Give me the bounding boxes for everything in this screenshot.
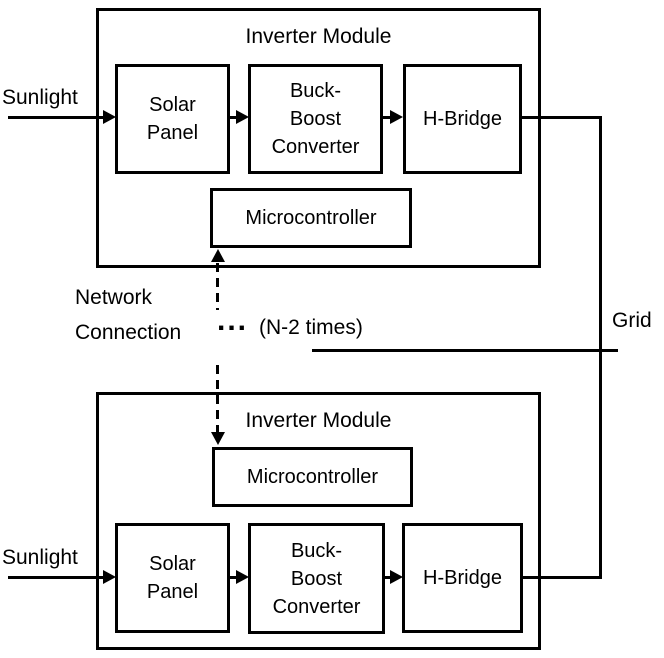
microcontroller-2-box: Microcontroller <box>212 447 413 507</box>
arrowhead-right-icon <box>103 570 116 584</box>
solar-to-buck-line-2 <box>230 576 237 579</box>
inverter-module-1-title: Inverter Module <box>245 25 392 48</box>
inverter-module-2-box: Inverter Module <box>96 392 541 650</box>
buck-boost-converter-1-box: Buck- Boost Converter <box>248 64 383 174</box>
buck-to-hbridge-line-1 <box>383 116 391 119</box>
network-dashed-line-upper <box>216 263 219 310</box>
arrowhead-up-icon <box>211 249 225 262</box>
microcontroller-1-box: Microcontroller <box>210 188 412 248</box>
grid-label: Grid <box>612 309 652 332</box>
buck-boost-converter-2-box: Buck- Boost Converter <box>248 523 385 634</box>
h-bridge-2-box: H-Bridge <box>402 523 523 633</box>
arrowhead-right-icon <box>390 570 403 584</box>
arrowhead-right-icon <box>236 110 249 124</box>
solar-panel-2-box: Solar Panel <box>115 523 230 633</box>
arrowhead-right-icon <box>103 110 116 124</box>
arrowhead-right-icon <box>236 570 249 584</box>
arrowhead-right-icon <box>390 110 403 124</box>
sunlight-label-top: Sunlight <box>2 86 78 109</box>
grid-bus-line <box>312 349 618 352</box>
network-dashed-line-lower <box>216 365 219 432</box>
grid-vertical-line <box>599 116 602 579</box>
inverter-module-2-title: Inverter Module <box>245 409 392 432</box>
inverter-module-1-box: Inverter Module <box>96 8 541 268</box>
sunlight-line-top <box>8 116 104 119</box>
repeat-ellipsis: ... <box>217 304 249 337</box>
sunlight-line-bottom <box>8 576 104 579</box>
solar-panel-1-box: Solar Panel <box>115 64 230 174</box>
sunlight-label-bottom: Sunlight <box>2 546 78 569</box>
buck-to-hbridge-line-2 <box>385 576 391 579</box>
solar-to-buck-line-1 <box>230 116 237 119</box>
arrowhead-down-icon <box>211 432 225 445</box>
repeat-note-label: (N-2 times) <box>259 316 363 339</box>
hbridge-2-output-line <box>523 576 602 579</box>
network-connection-label: Network Connection <box>75 286 182 344</box>
hbridge-1-output-line <box>522 116 602 119</box>
h-bridge-1-box: H-Bridge <box>403 64 522 174</box>
